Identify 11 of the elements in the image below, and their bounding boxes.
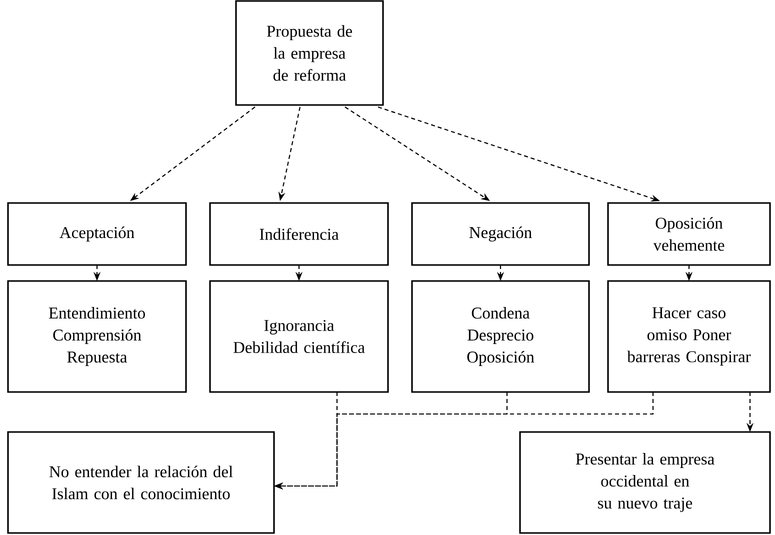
box: No entender la relación del Islam con el conocimiento (7, 431, 275, 534)
box: Condena Desprecio Oposición (411, 280, 590, 393)
box: Aceptación (7, 202, 187, 266)
box: Oposición vehemente (607, 202, 771, 266)
box: Negación (411, 202, 590, 266)
box: Propuesta de la empresa de reforma (235, 0, 384, 106)
box: Entendimiento Comprensión Repuesta (7, 280, 187, 393)
box: Indiferencia (209, 202, 389, 266)
box: Presentar la empresa occidental en su nuevo traje (519, 431, 771, 534)
box: Ignorancia Debilidad científica (209, 280, 389, 393)
box: Hacer caso omiso Poner barreras Conspirar (607, 280, 771, 393)
